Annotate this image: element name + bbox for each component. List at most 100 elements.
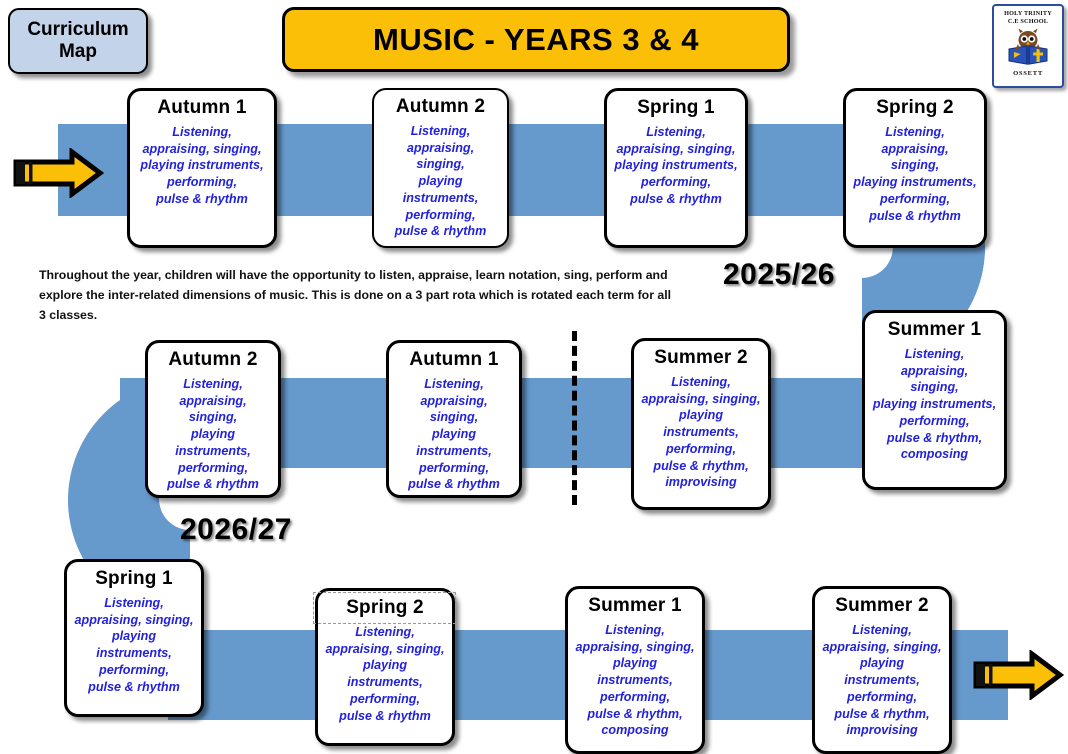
term-title: Summer 1 [887, 319, 982, 340]
term-line: playing instruments, [614, 158, 738, 173]
term-line: improvising [665, 475, 737, 490]
term-line: playing instruments, [663, 408, 739, 440]
term-line: performing, [167, 175, 237, 190]
term-line: pulse & rhythm, [587, 706, 683, 721]
term-box-autumn-1-row1[interactable]: Autumn 1 Listening, appraising, singing,… [127, 88, 277, 248]
start-arrow-icon [13, 148, 104, 198]
term-line: performing, [847, 689, 917, 704]
term-line: appraising, singing, [325, 641, 445, 656]
term-line: appraising, singing, [616, 141, 736, 156]
year-label-2025-26: 2025/26 [723, 258, 835, 291]
curriculum-map-line-1: Curriculum [27, 19, 129, 41]
term-title: Spring 2 [346, 597, 424, 618]
year-label-2026-27: 2026/27 [180, 513, 292, 546]
curriculum-map-line-2: Map [58, 41, 97, 62]
term-line: pulse & rhythm [408, 477, 500, 492]
term-line: performing, [350, 691, 420, 706]
term-line: pulse & rhythm [630, 191, 722, 206]
term-body: Listening, appraising, singing, playing … [136, 124, 268, 208]
term-body: Listening, appraising, singing, playing … [821, 622, 943, 739]
term-line: singing, [416, 157, 465, 172]
term-title: Autumn 2 [395, 96, 486, 117]
term-line: Listening, appraising, [881, 124, 949, 156]
term-line: performing, [178, 460, 248, 475]
term-title: Spring 1 [95, 568, 173, 589]
term-body: Listening, appraising, singing, playing … [852, 124, 978, 224]
term-line: Listening, [671, 374, 731, 389]
school-logo-line-1: HOLY TRINITY [1004, 10, 1052, 17]
term-box-summer-1-row3[interactable]: Summer 1 Listening, appraising, singing,… [565, 586, 705, 754]
dashed-divider-icon [572, 331, 577, 505]
term-line: appraising, singing, [641, 391, 761, 406]
term-line: playing instruments, [140, 158, 264, 173]
term-box-spring-1-row1[interactable]: Spring 1 Listening, appraising, singing,… [604, 88, 748, 248]
term-title: Autumn 2 [168, 349, 258, 370]
term-line: performing, [641, 175, 711, 190]
term-line: performing, [600, 689, 670, 704]
term-title: Autumn 1 [409, 349, 499, 370]
term-box-autumn-2-row1[interactable]: Autumn 2 Listening, appraising, singing,… [372, 88, 509, 248]
term-line: Listening, [424, 376, 484, 391]
term-line: Listening, [355, 624, 415, 639]
term-line: playing instruments, [416, 427, 492, 458]
term-title: Spring 1 [637, 97, 715, 118]
term-box-summer-1-row2[interactable]: Summer 1 Listening, appraising, singing,… [862, 310, 1007, 490]
term-line: Listening, [183, 376, 243, 391]
end-arrow-icon [973, 650, 1064, 700]
term-line: Listening, [852, 622, 912, 637]
term-line: Listening, appraising, [900, 346, 969, 378]
term-line: Listening, [104, 595, 164, 610]
term-box-autumn-1-row2[interactable]: Autumn 1 Listening, appraising, singing,… [386, 340, 522, 498]
term-line: appraising, singing, [420, 393, 488, 425]
term-line: playing instruments, [347, 658, 423, 690]
term-line: playing instruments, [402, 174, 479, 205]
term-line: playing instruments, [853, 175, 977, 190]
term-body: Listening, appraising, singing, playing … [871, 346, 998, 463]
term-title: Summer 2 [835, 595, 929, 616]
term-line: appraising, singing, [179, 393, 247, 425]
term-line: pulse & rhythm [156, 191, 248, 206]
school-logo-line-3: OSSETT [1013, 69, 1043, 77]
term-title: Autumn 1 [157, 97, 247, 118]
school-logo-line-2: C.E SCHOOL [1007, 17, 1049, 25]
term-line: playing instruments, [872, 397, 997, 412]
term-line: pulse & rhythm [869, 208, 961, 223]
term-line: pulse & rhythm [394, 224, 487, 239]
term-line: pulse & rhythm [339, 708, 431, 723]
term-line: playing instruments, [597, 656, 673, 688]
term-line: appraising, singing, [142, 141, 262, 156]
term-body: Listening, appraising, singing, playing … [640, 374, 762, 491]
term-line: playing instruments, [844, 656, 920, 688]
term-line: pulse & rhythm, [886, 430, 983, 445]
term-line: performing, [99, 662, 169, 677]
term-line: performing, [405, 207, 476, 222]
term-line: singing, [890, 158, 940, 173]
term-body: Listening, appraising, singing, playing … [324, 624, 446, 724]
description-paragraph: Throughout the year, children will have … [39, 268, 672, 322]
owl-with-book-icon [1008, 28, 1048, 65]
term-box-spring-2-row3[interactable]: Spring 2 Listening, appraising, singing,… [315, 588, 455, 746]
term-line: Listening, appraising, [406, 123, 475, 155]
term-line: improvising [846, 723, 918, 738]
term-box-autumn-2-row2[interactable]: Autumn 2 Listening, appraising, singing,… [145, 340, 281, 498]
term-body: Listening, appraising, singing, playing … [380, 123, 501, 240]
term-box-spring-1-row3[interactable]: Spring 1 Listening, appraising, singing,… [64, 559, 204, 717]
term-body: Listening, appraising, singing, playing … [613, 124, 739, 208]
page-title: MUSIC - YEARS 3 & 4 [373, 21, 699, 57]
term-box-summer-2-row3[interactable]: Summer 2 Listening, appraising, singing,… [812, 586, 952, 754]
curriculum-map-chip: Curriculum Map [8, 8, 148, 74]
term-body: Listening, appraising, singing, playing … [574, 622, 696, 739]
term-body: Listening, appraising, singing, playing … [395, 376, 513, 493]
term-box-summer-2-row2[interactable]: Summer 2 Listening, appraising, singing,… [631, 338, 771, 510]
term-line: pulse & rhythm [88, 679, 180, 694]
term-line: Listening, [172, 124, 232, 139]
term-title: Spring 2 [876, 97, 954, 118]
term-line: Listening, [605, 622, 665, 637]
term-line: appraising, singing, [822, 639, 942, 654]
term-box-spring-2-row1[interactable]: Spring 2 Listening, appraising, singing,… [843, 88, 987, 248]
term-title: Summer 1 [588, 595, 682, 616]
term-body: Listening, appraising, singing, playing … [154, 376, 272, 493]
term-line: appraising, singing, [74, 612, 194, 627]
term-line: singing, [910, 380, 959, 395]
